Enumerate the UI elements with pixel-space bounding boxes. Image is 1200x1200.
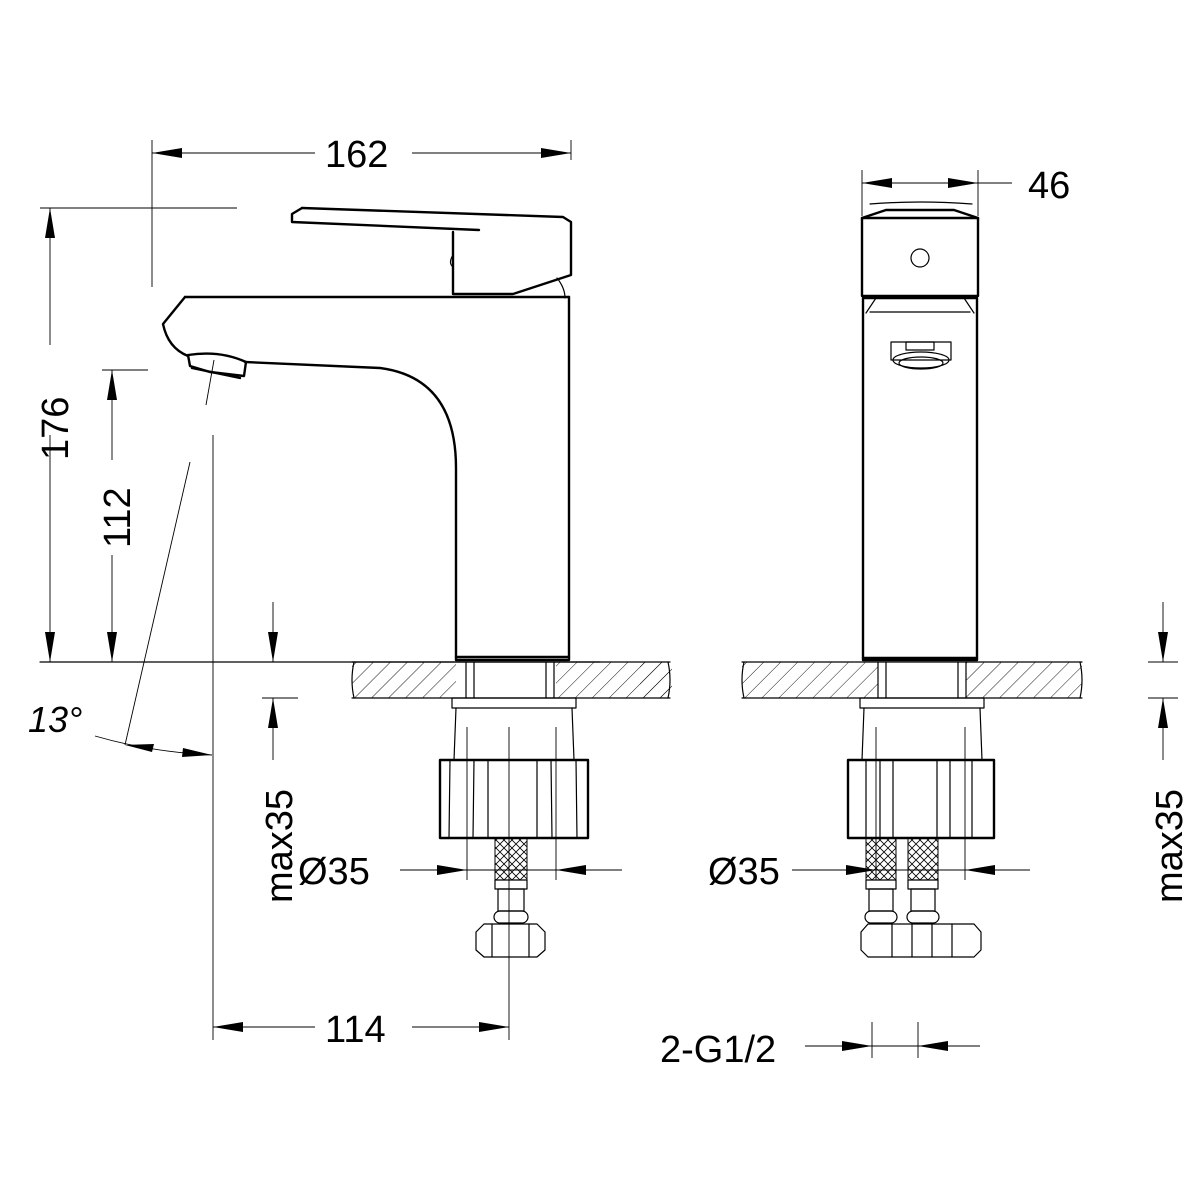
dim-label-162: 162 (325, 134, 388, 176)
side-view: 162 176 112 13° (28, 134, 671, 1051)
dimension-overall-length: 162 (151, 134, 572, 287)
dim-label-diameter-right: Ø35 (708, 851, 780, 893)
faucet-body-front (860, 201, 980, 662)
dimension-connections: 2-G1/2 (660, 1022, 980, 1071)
dim-label-connections: 2-G1/2 (660, 1029, 776, 1071)
connector-front (846, 697, 996, 958)
dimension-body-width: 46 (861, 165, 1070, 216)
front-view: 46 Ø35 max35 2-G1/2 (640, 165, 1191, 1071)
countertop-left (39, 661, 671, 699)
dim-label-46: 46 (1028, 165, 1070, 207)
dimension-overall-height: 176 (35, 207, 237, 662)
dimension-countertop-thickness-right: max35 (1148, 602, 1191, 903)
countertop-right (640, 661, 1083, 699)
connector-side (438, 697, 590, 1040)
faucet-body-side (161, 295, 571, 662)
lever-handle-side (290, 206, 573, 299)
dimension-hole-diameter-left: Ø35 (298, 851, 622, 893)
dim-label-max35-right: max35 (1149, 789, 1191, 903)
dimension-reach: 114 (213, 1009, 509, 1051)
dim-label-diameter-left: Ø35 (298, 851, 370, 893)
dim-label-angle: 13° (28, 699, 82, 740)
dim-label-114: 114 (325, 1009, 386, 1051)
dimension-spout-height: 112 (97, 369, 148, 662)
dim-label-max35-left: max35 (259, 789, 301, 903)
dimension-countertop-thickness-left: max35 (259, 602, 301, 903)
dimension-hole-diameter-right: Ø35 (708, 851, 1030, 893)
dim-label-112: 112 (97, 487, 139, 548)
dimension-angle: 13° (28, 359, 215, 1040)
dim-label-176: 176 (35, 397, 77, 460)
